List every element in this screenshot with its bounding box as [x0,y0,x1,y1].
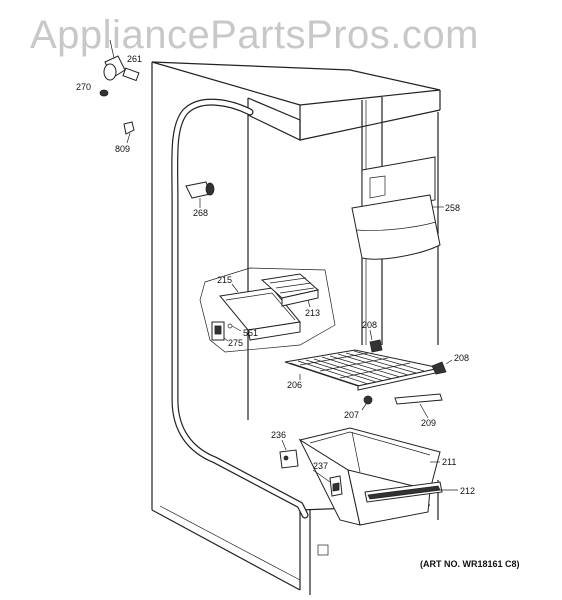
clip-809-icon [123,121,135,144]
air-diffuser-icon [351,156,444,260]
label-261: 261 [127,54,142,64]
label-237: 237 [313,461,328,471]
shelf-support-icon [369,329,453,375]
label-213: 213 [305,308,320,318]
label-270: 270 [76,82,91,92]
label-809: 809 [115,144,130,154]
shelf-trim-icon [394,393,443,419]
door-gasket [171,98,309,519]
label-215: 215 [217,275,232,285]
wire-shelf-icon [284,349,441,391]
bracket-236-icon [279,439,299,469]
label-208-right: 208 [454,353,469,363]
label-258: 258 [445,203,460,213]
label-236: 236 [271,430,286,440]
callout-labels: 261 270 809 268 258 215 213 551 275 208 … [76,54,475,496]
label-211: 211 [442,457,456,467]
label-207: 207 [344,410,359,420]
label-206: 206 [287,380,302,390]
crisper-pan-icon [298,427,458,526]
ice-tray-group [199,267,336,353]
light-socket-icon [185,181,215,208]
label-275: 275 [228,338,243,348]
label-551: 551 [243,328,258,338]
label-268: 268 [193,208,208,218]
label-212: 212 [460,486,475,496]
label-208-upper: 208 [362,320,377,330]
screw-207-icon [361,395,373,411]
valve-assembly-icon [99,39,140,97]
label-209: 209 [421,418,436,428]
watermark-text: AppliancePartsPros.com [30,13,479,57]
art-number: (ART NO. WR18161 C8) [420,559,520,569]
